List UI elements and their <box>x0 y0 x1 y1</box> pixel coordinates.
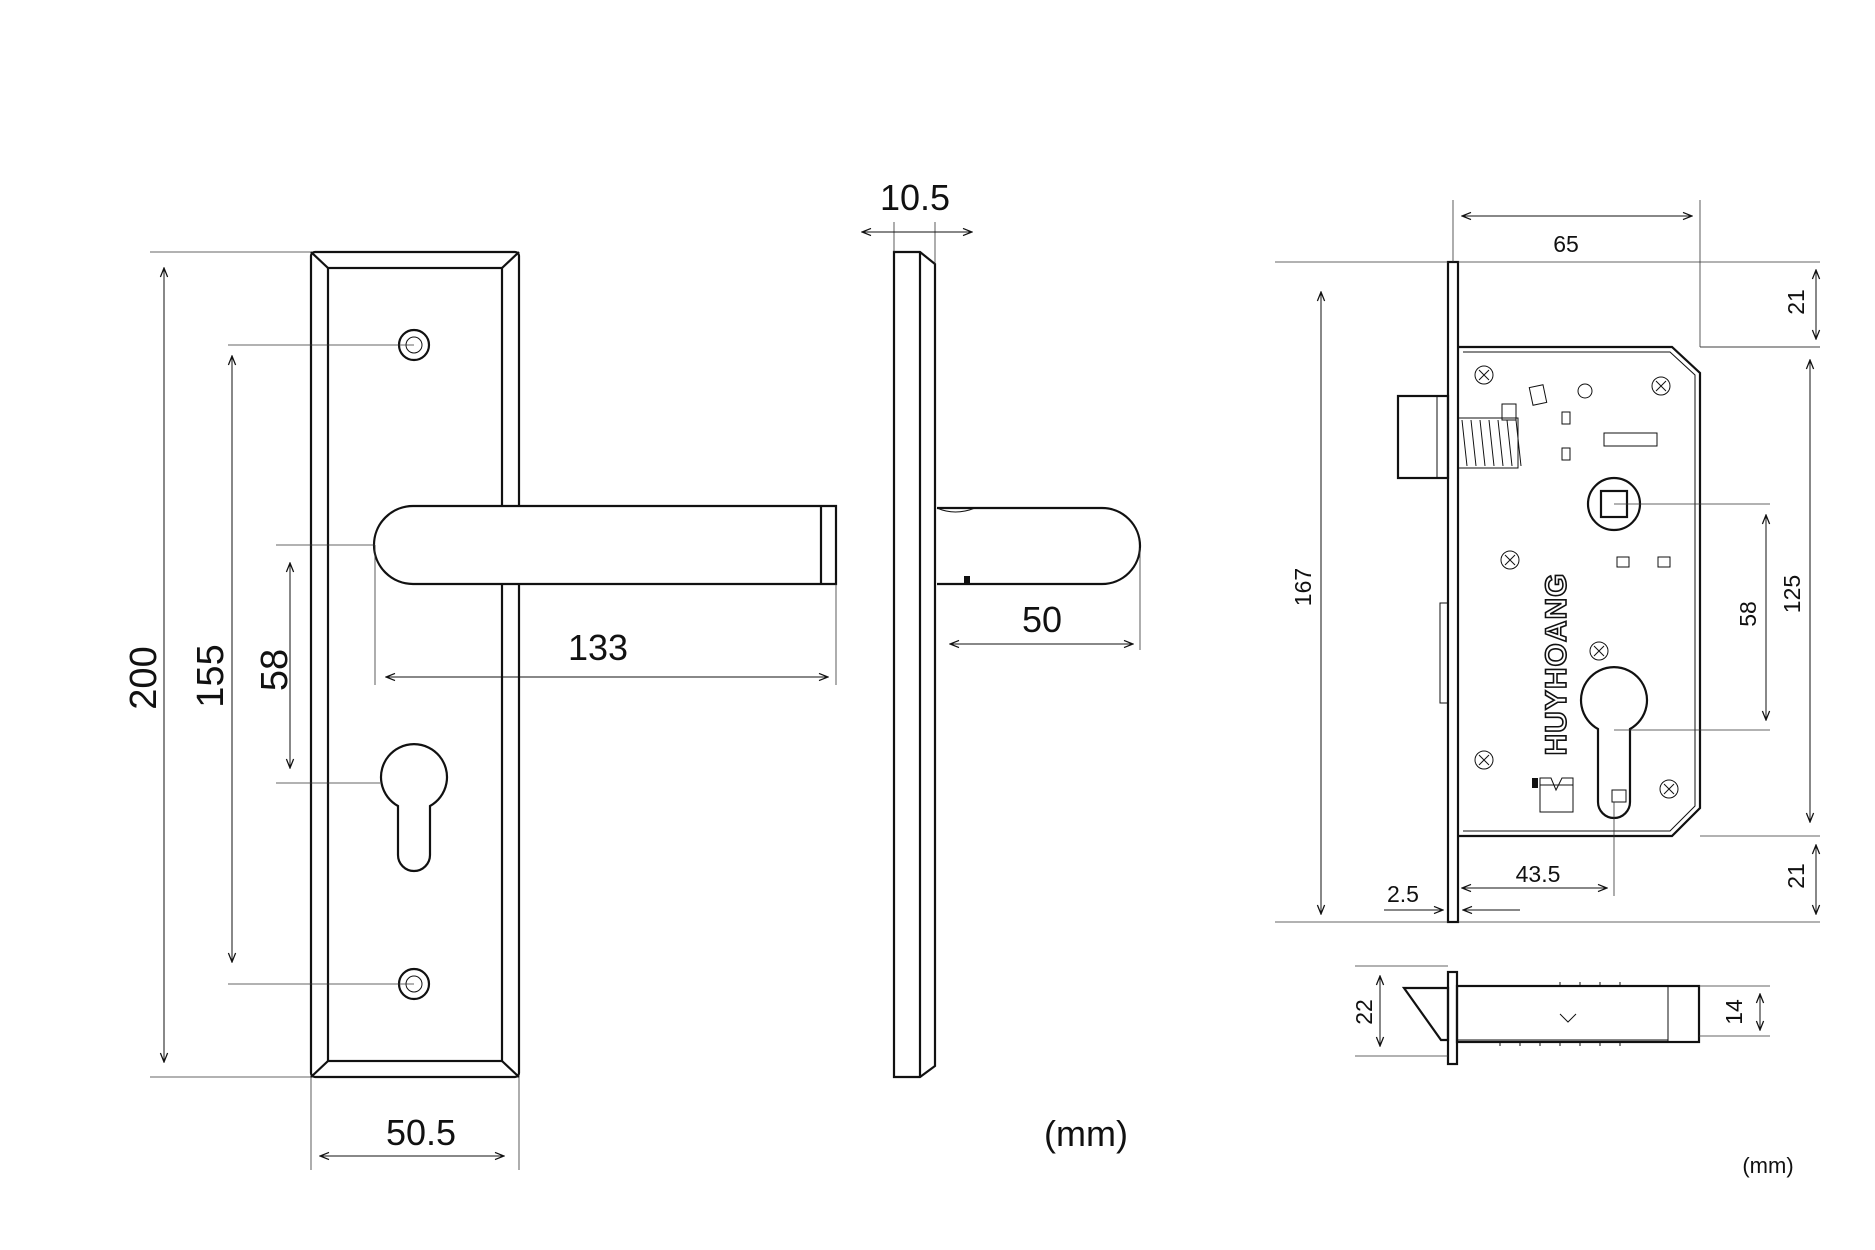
screw-icon <box>1474 750 1494 770</box>
dim-label-58-left: 58 <box>254 649 296 691</box>
screw-icon <box>1589 641 1609 661</box>
side-view-plate <box>892 250 937 1079</box>
brand-logo: HUYHOANG <box>1540 572 1573 755</box>
edge-stud <box>1439 602 1449 704</box>
dim-label-21-top: 21 <box>1783 289 1809 315</box>
dimension-faceplate-width <box>1355 965 1448 1057</box>
dimension-case-thickness <box>1699 985 1770 1037</box>
dim-label-125: 125 <box>1779 575 1805 613</box>
dim-label-200: 200 <box>123 646 165 709</box>
dimension-handle-length <box>374 545 837 685</box>
side-view-lever <box>936 506 1142 586</box>
spindle-hub <box>1586 476 1770 532</box>
dimension-cylinder-backset <box>1462 802 1615 896</box>
units-label-right: (mm) <box>1742 1153 1793 1178</box>
dim-label-155: 155 <box>190 644 232 707</box>
dim-label-43-5: 43.5 <box>1516 861 1561 887</box>
dimension-handle-to-key <box>276 544 380 784</box>
dim-label-50-5: 50.5 <box>386 1112 456 1153</box>
screw-icon <box>1659 779 1679 799</box>
dim-label-65: 65 <box>1553 231 1579 257</box>
screw-icon <box>1651 376 1671 396</box>
dim-label-14: 14 <box>1721 999 1747 1025</box>
lock-faceplate <box>1446 260 1460 924</box>
front-view-plate <box>309 250 521 1079</box>
screw-icon <box>1500 550 1520 570</box>
lock-internal-parts <box>1532 383 1671 813</box>
dim-label-10-5: 10.5 <box>880 177 950 218</box>
dim-label-2-5: 2.5 <box>1387 881 1419 907</box>
dim-label-21-bottom: 21 <box>1783 863 1809 889</box>
latch-spring <box>1457 384 1548 469</box>
dimension-screw-spacing <box>228 344 414 985</box>
dim-label-22: 22 <box>1351 999 1377 1025</box>
lock-case <box>1458 345 1702 838</box>
dimension-plate-thickness <box>862 222 972 264</box>
dimension-plate-width <box>310 1077 520 1170</box>
cylinder-cutout <box>1579 666 1770 820</box>
screw-icon <box>1474 365 1494 385</box>
dimension-bottom-margin <box>1458 845 1820 923</box>
dim-label-58-right: 58 <box>1735 601 1761 627</box>
dim-label-133: 133 <box>568 627 628 668</box>
dimension-lock-height <box>1275 261 1448 923</box>
keyhole-profile <box>379 743 449 873</box>
latch-bottom-view <box>1401 970 1701 1066</box>
dim-label-50: 50 <box>1022 599 1062 640</box>
dimension-handle-projection <box>950 548 1141 650</box>
units-label-left: (mm) <box>1044 1113 1128 1154</box>
dimension-case-height <box>1700 346 1820 837</box>
latch-bolt <box>1396 394 1450 480</box>
dim-label-167: 167 <box>1290 568 1316 606</box>
dimension-top-margin <box>1458 261 1820 348</box>
dimension-backset <box>1452 200 1701 347</box>
dimension-plate-height <box>150 251 311 1078</box>
lever-handle-front <box>372 504 838 586</box>
